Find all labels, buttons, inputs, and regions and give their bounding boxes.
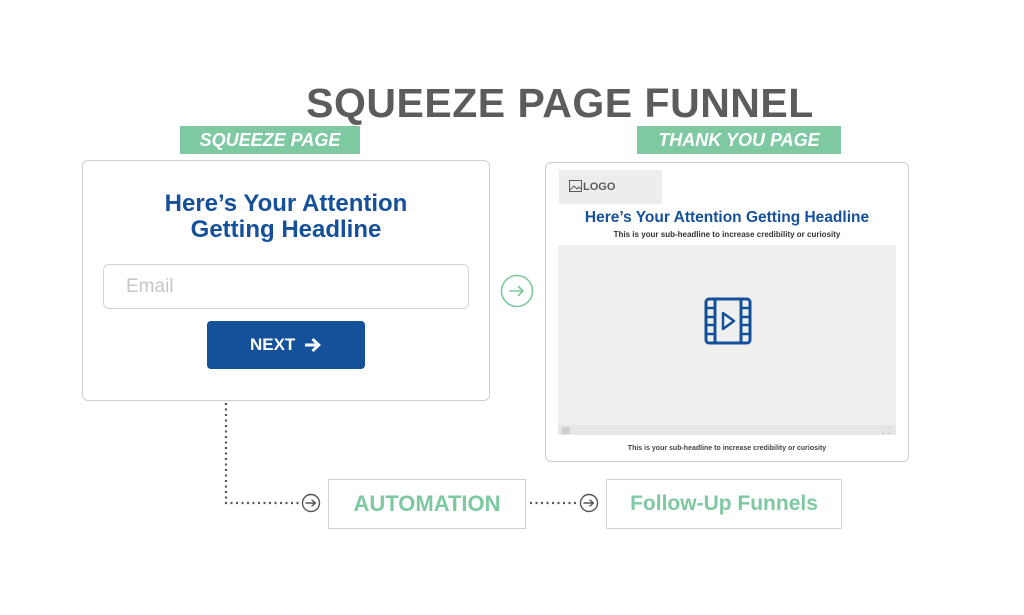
video-controls-bar[interactable] xyxy=(558,425,896,435)
arrow-circle-icon xyxy=(301,493,321,513)
next-button[interactable]: NEXT xyxy=(207,321,365,369)
thank-you-footer-text: This is your sub-headline to increase cr… xyxy=(627,445,827,452)
arrow-circle-icon xyxy=(579,493,599,513)
next-button-label: NEXT xyxy=(249,335,296,354)
arrow-right-icon xyxy=(305,338,322,352)
thank-you-page-card: LOGO Here’s Your Attention Getting Headl… xyxy=(545,162,909,462)
video-play-icon[interactable] xyxy=(704,297,752,345)
squeeze-page-tag: SQUEEZE PAGE xyxy=(180,126,360,154)
squeeze-headline-line1: Here’s Your Attention xyxy=(164,190,408,217)
squeeze-page-card: Here’s Your Attention Getting Headline E… xyxy=(82,160,490,401)
arrow-circle-icon xyxy=(500,274,534,308)
email-field[interactable]: Email xyxy=(103,264,469,309)
logo-label: LOGO xyxy=(583,181,616,193)
logo-placeholder: LOGO xyxy=(559,170,662,204)
thank-you-subheadline: This is your sub-headline to increase cr… xyxy=(613,230,841,239)
squeeze-headline-line2: Getting Headline xyxy=(190,216,382,243)
dotted-connector-squeeze-to-automation xyxy=(224,403,300,505)
image-icon xyxy=(569,180,582,192)
play-small-icon[interactable] xyxy=(562,427,570,434)
video-player[interactable] xyxy=(558,245,896,435)
squeeze-headline: Here’s Your Attention Getting Headline xyxy=(83,191,489,243)
thank-you-headline: Here’s Your Attention Getting Headline xyxy=(584,209,870,226)
automation-box: AUTOMATION xyxy=(328,479,526,529)
page-title: SQUEEZE PAGE FUNNEL xyxy=(306,80,814,126)
thank-you-page-tag: THANK YOU PAGE xyxy=(637,126,841,154)
follow-up-funnels-box: Follow-Up Funnels xyxy=(606,479,842,529)
